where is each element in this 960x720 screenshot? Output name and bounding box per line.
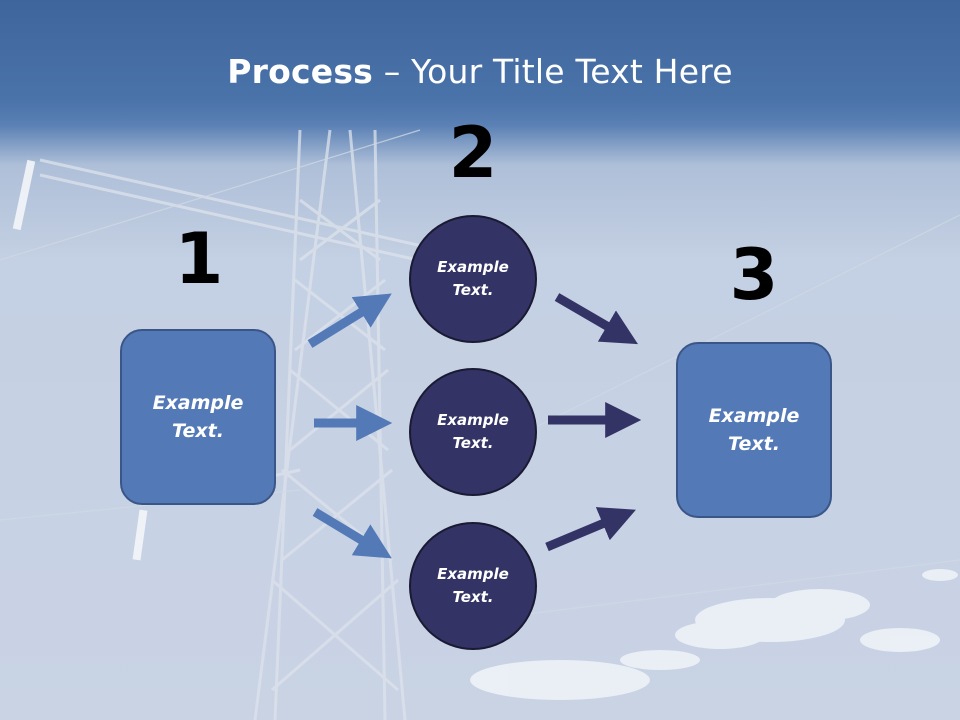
- arrow-1-to-2-top: [307, 293, 392, 348]
- step3-box: Example Text.: [676, 342, 832, 518]
- step2-circle-top-label: Example Text.: [437, 257, 509, 299]
- step2-circle-bottom-label: Example Text.: [437, 564, 509, 606]
- title-bold: Process: [227, 52, 374, 91]
- slide-title: Process – Your Title Text Here: [0, 52, 960, 91]
- step1-box: Example Text.: [120, 329, 276, 505]
- step1-box-label: Example Text.: [152, 391, 244, 443]
- step-number-1: 1: [174, 218, 224, 300]
- step3-box-label: Example Text.: [708, 404, 800, 456]
- step2-circle-middle-label: Example Text.: [437, 410, 509, 452]
- arrow-1-to-2-bottom: [312, 508, 392, 559]
- step-number-3: 3: [729, 234, 779, 316]
- arrow-2-top-to-3: [554, 293, 639, 345]
- step2-circle-top: Example Text.: [409, 215, 537, 343]
- arrow-2-bottom-to-3: [545, 507, 636, 552]
- title-rest: – Your Title Text Here: [373, 52, 733, 91]
- step2-circle-middle: Example Text.: [409, 368, 537, 496]
- step-number-2: 2: [448, 112, 498, 194]
- step2-circle-bottom: Example Text.: [409, 522, 537, 650]
